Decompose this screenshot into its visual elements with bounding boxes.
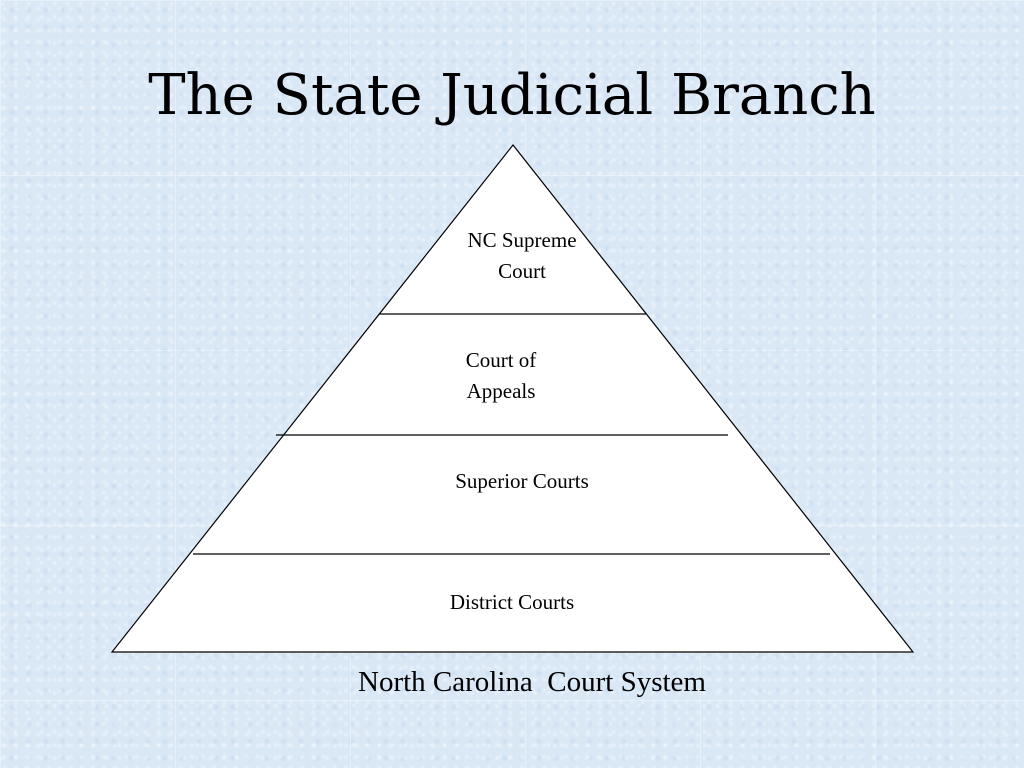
- diagram-caption: North Carolina Court System: [358, 666, 706, 698]
- tier-label-supreme-court: NC Supreme Court: [467, 228, 577, 283]
- tier-label-district-courts: District Courts: [449, 590, 575, 614]
- tier-label-court-of-appeals: Court of Appeals: [465, 348, 537, 403]
- slide-title: The State Judicial Branch: [148, 63, 876, 128]
- tier-label-superior-courts: Superior Courts: [455, 469, 589, 493]
- pyramid-outline: [110, 144, 915, 653]
